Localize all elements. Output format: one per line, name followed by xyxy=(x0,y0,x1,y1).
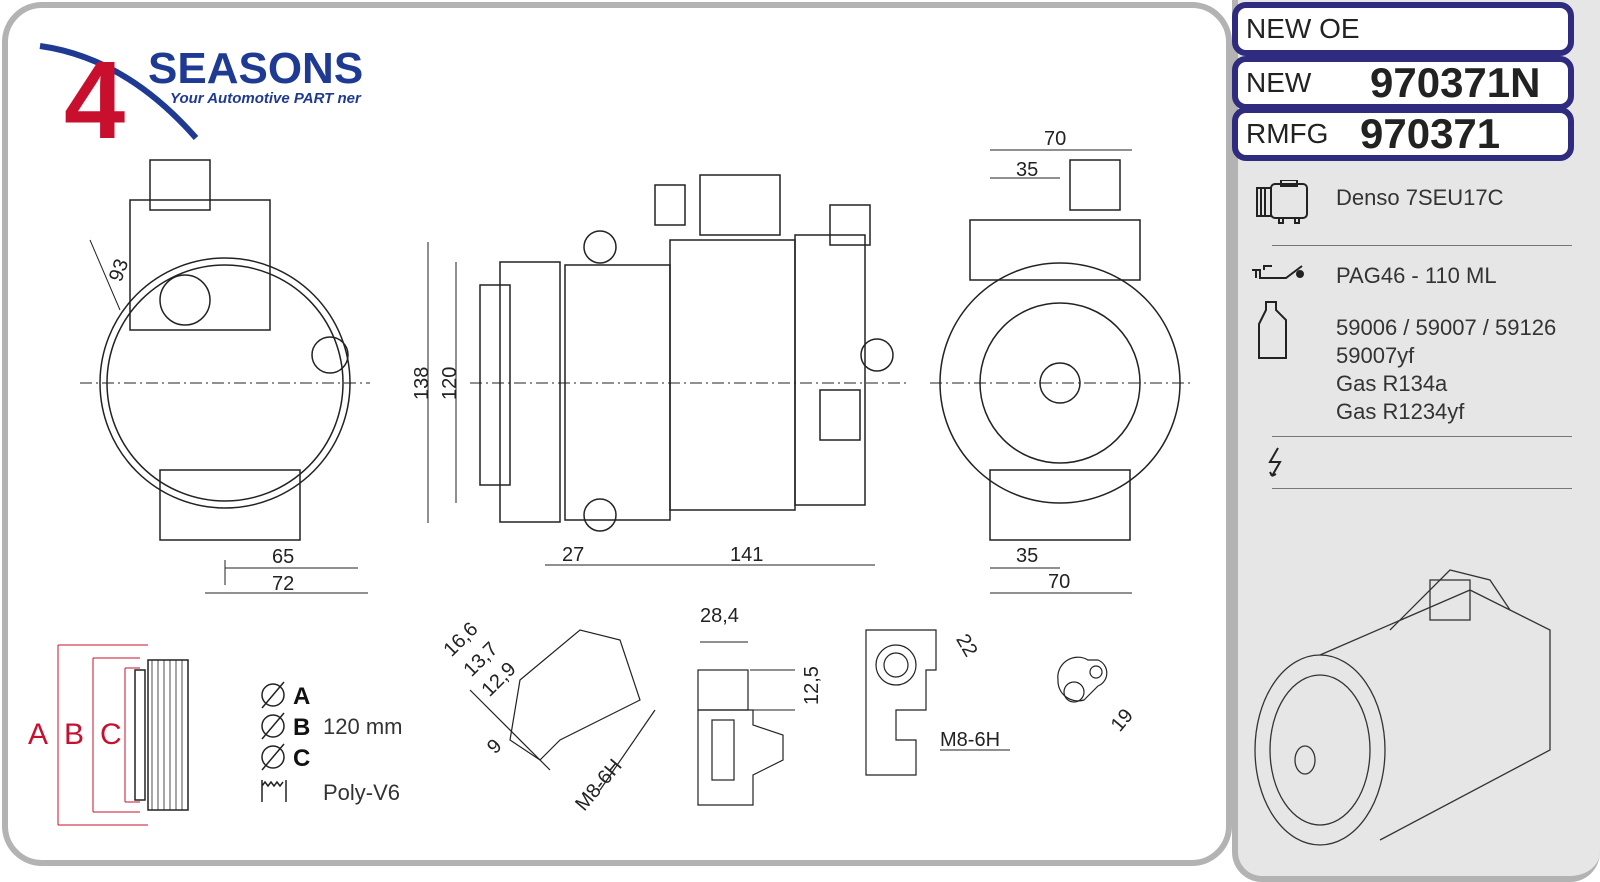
port-detail-2 xyxy=(697,641,795,806)
oil-can-icon xyxy=(1252,265,1304,279)
svg-text:Your Automotive PART ner: Your Automotive PART ner xyxy=(170,90,362,107)
compressor-3d-render xyxy=(1254,569,1551,846)
gas-r134a: Gas R134a xyxy=(1336,371,1448,396)
dim-back-35-bottom: 35 xyxy=(1016,545,1038,567)
diameter-icons xyxy=(261,681,287,802)
front-view xyxy=(427,174,910,566)
svg-text:9: 9 xyxy=(483,735,506,758)
svg-text:28,4: 28,4 xyxy=(700,605,739,627)
svg-text:SEASONS: SEASONS xyxy=(148,44,363,93)
divider xyxy=(1272,245,1572,246)
svg-text:22: 22 xyxy=(951,630,981,660)
poly-v-icon xyxy=(261,780,287,802)
oil-type: PAG46 - 110 ML xyxy=(1336,263,1497,288)
compressor-icon xyxy=(1256,180,1308,224)
dim-back-70-bottom: 70 xyxy=(1048,571,1070,593)
dim-side-93: 93 xyxy=(105,256,133,284)
port-detail-3 xyxy=(865,629,1010,776)
gas-r1234yf: Gas R1234yf xyxy=(1336,399,1465,424)
svg-text:4: 4 xyxy=(64,39,125,158)
electric-bolt-icon xyxy=(1268,447,1282,477)
svg-text:C: C xyxy=(293,745,310,772)
pulley-label-a: A xyxy=(28,718,48,751)
dim-front-141: 141 xyxy=(730,544,763,566)
pulley-size: 120 mm xyxy=(323,714,402,739)
svg-text:A: A xyxy=(293,683,310,710)
belt-type: Poly-V6 xyxy=(323,780,400,805)
divider xyxy=(1272,488,1572,489)
technical-drawings: 65 72 93 138 120 27 141 70 35 35 70 xyxy=(28,128,1190,826)
back-view xyxy=(930,149,1190,594)
oil-reference-yf: 59007yf xyxy=(1336,343,1415,368)
pulley-detail xyxy=(57,644,189,826)
dim-front-120: 120 xyxy=(439,367,461,400)
new-oe-box: NEW OE xyxy=(1232,2,1574,56)
port-detail-4 xyxy=(1057,656,1108,703)
pulley-label-b: B xyxy=(64,718,84,751)
dim-back-35-top: 35 xyxy=(1016,159,1038,181)
new-part-number: 970371N xyxy=(1370,59,1541,106)
drawing-panel xyxy=(2,2,1232,866)
svg-text:19: 19 xyxy=(1107,705,1138,736)
rmfg-part-number: 970371 xyxy=(1360,110,1501,157)
divider xyxy=(1272,436,1572,437)
pulley-label-c: C xyxy=(100,718,122,751)
dim-front-138: 138 xyxy=(411,367,433,400)
four-seasons-logo: 4 SEASONS Your Automotive PART ner xyxy=(39,39,363,158)
side-view xyxy=(80,159,370,594)
svg-text:M8-6H: M8-6H xyxy=(940,729,1000,751)
compressor-model: Denso 7SEU17C xyxy=(1336,185,1504,210)
svg-text:B: B xyxy=(293,714,310,741)
dim-side-72: 72 xyxy=(272,573,294,595)
dim-back-70-top: 70 xyxy=(1044,128,1066,150)
oil-references: 59006 / 59007 / 59126 xyxy=(1336,315,1557,340)
svg-text:12,5: 12,5 xyxy=(801,666,823,705)
dim-side-65: 65 xyxy=(272,546,294,568)
svg-text:M8-6H: M8-6H xyxy=(571,755,626,815)
port-detail-1 xyxy=(469,629,656,791)
oil-bottle-icon xyxy=(1258,301,1287,359)
dim-front-27: 27 xyxy=(562,544,584,566)
